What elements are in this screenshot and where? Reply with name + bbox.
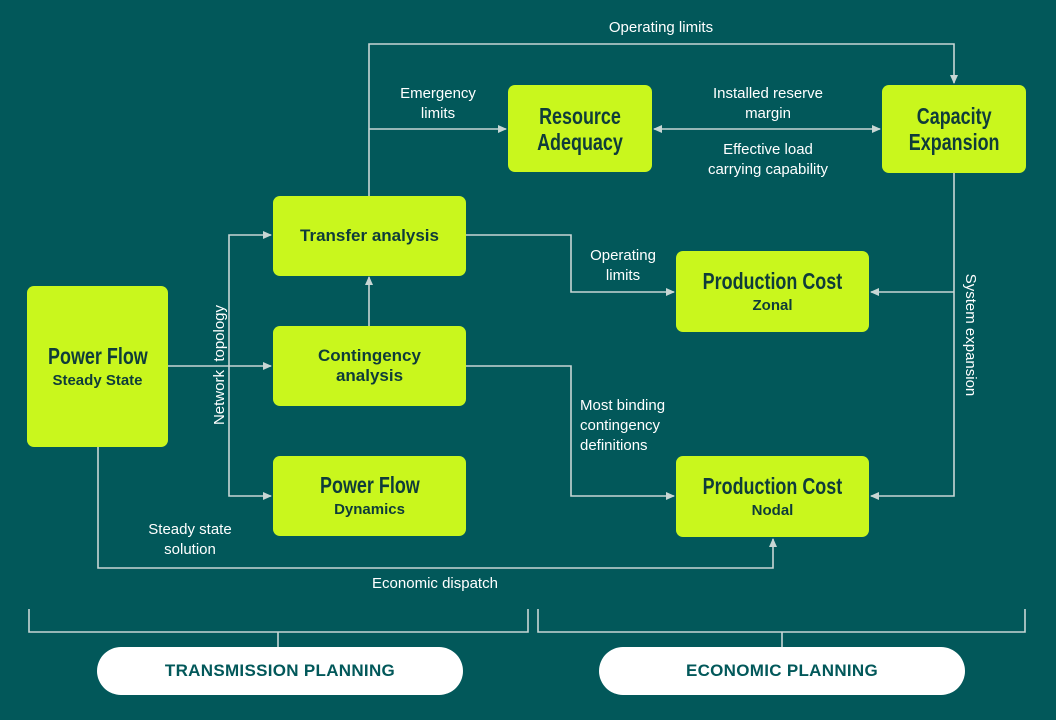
label-operating-limits-top: Operating limits	[608, 19, 714, 36]
edge-economic-dispatch	[97, 447, 777, 569]
resource-adequacy-title: Resource Adequacy	[537, 102, 623, 155]
edge-topology-to-transfer	[228, 231, 272, 366]
power-flow-dynamics-title: Power Flow	[319, 472, 420, 498]
bracket-economic	[537, 609, 1026, 648]
power-flow-dynamics-subtitle: Dynamics	[334, 501, 405, 518]
label-effective-load: Effective load carrying capability	[707, 141, 829, 178]
power-flow-steady-state-box: Power Flow Steady State	[27, 286, 168, 447]
power-flow-dynamics-box: Power Flow Dynamics	[273, 456, 466, 536]
label-installed-reserve-margin: Installed reserve margin	[712, 85, 824, 122]
edge-system-expansion	[870, 173, 955, 500]
production-cost-zonal-box: Production Cost Zonal	[676, 251, 869, 332]
contingency-analysis-title: Contingency analysis	[318, 346, 421, 385]
production-cost-nodal-title: Production Cost	[702, 472, 843, 499]
capacity-expansion-box: Capacity Expansion	[882, 85, 1026, 173]
power-flow-steady-subtitle: Steady State	[52, 371, 143, 389]
label-emergency-limits: Emergency limits	[400, 85, 476, 122]
label-system-expansion: System expansion	[962, 273, 979, 397]
capacity-expansion-title: Capacity Expansion	[908, 103, 1000, 155]
edge-transfer-to-zonal	[466, 234, 675, 296]
production-cost-nodal-box: Production Cost Nodal	[676, 456, 869, 537]
edge-topology-to-dynamics	[228, 366, 272, 500]
power-flow-steady-title: Power Flow	[47, 342, 148, 369]
label-operating-limits-mid: Operating limits	[590, 247, 656, 284]
label-economic-dispatch: Economic dispatch	[372, 575, 498, 592]
bracket-transmission	[28, 609, 529, 648]
production-cost-nodal-subtitle: Nodal	[751, 501, 794, 519]
label-steady-state-solution: Steady state solution	[148, 521, 232, 558]
edge-contingency-to-nodal	[466, 365, 675, 500]
label-most-binding: Most binding contingency definitions	[580, 397, 666, 454]
economic-planning-pill: ECONOMIC PLANNING	[599, 647, 965, 695]
transmission-planning-pill: TRANSMISSION PLANNING	[97, 647, 463, 695]
production-cost-zonal-title: Production Cost	[702, 267, 843, 294]
transfer-analysis-title: Transfer analysis	[300, 226, 439, 245]
contingency-analysis-box: Contingency analysis	[273, 326, 466, 406]
transfer-analysis-box: Transfer analysis	[273, 196, 466, 276]
resource-adequacy-box: Resource Adequacy	[508, 85, 652, 172]
edge-operating-limits-top	[368, 43, 958, 196]
label-network-topology: Network topology	[211, 304, 228, 426]
production-cost-zonal-subtitle: Zonal	[752, 296, 793, 314]
